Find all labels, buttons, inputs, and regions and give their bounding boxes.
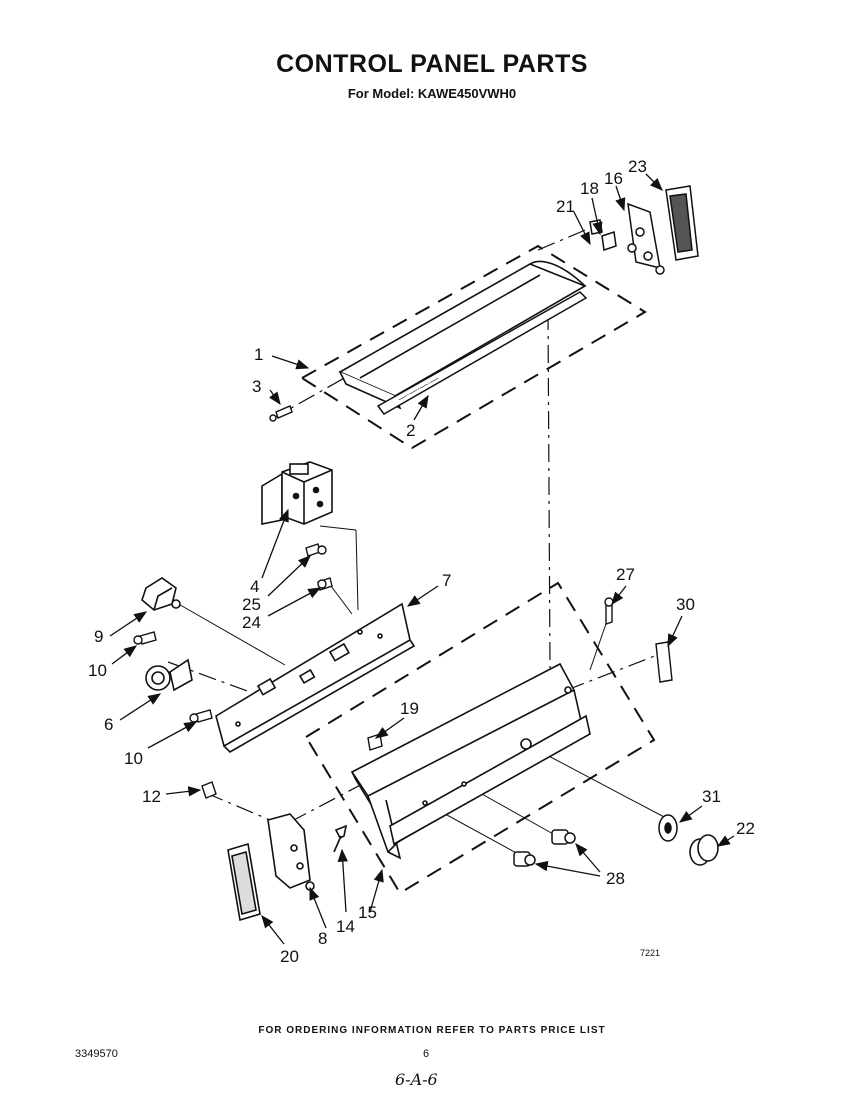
callout-8: 8 xyxy=(318,929,327,948)
knob-part xyxy=(689,834,719,866)
figure-code: 7221 xyxy=(640,948,660,958)
alignment-line xyxy=(589,617,609,671)
end-cap-assembly-part xyxy=(589,185,699,275)
selector-switch-part xyxy=(145,658,193,692)
alignment-line xyxy=(205,792,271,821)
alignment-line xyxy=(547,311,551,669)
callout-18: 18 xyxy=(580,179,599,198)
alignment-line xyxy=(327,581,353,615)
callout-16: 16 xyxy=(604,169,623,188)
callout-15: 15 xyxy=(358,903,377,922)
push-button-part xyxy=(513,829,576,867)
screw-part xyxy=(604,597,614,625)
callout-20: 20 xyxy=(280,947,299,966)
callout-28: 28 xyxy=(606,869,625,888)
clip-part xyxy=(655,641,673,683)
callout-23: 23 xyxy=(628,157,647,176)
callout-19: 19 xyxy=(400,699,419,718)
callout-30: 30 xyxy=(676,595,695,614)
callout-10-lower: 10 xyxy=(124,749,143,768)
callout-22: 22 xyxy=(736,819,755,838)
handwritten-note: 6-A-6 xyxy=(395,1070,438,1089)
callout-14: 14 xyxy=(336,917,355,936)
page-number: 6 xyxy=(423,1048,430,1060)
callout-9: 9 xyxy=(94,627,103,646)
callout-21: 21 xyxy=(556,197,575,216)
callout-24: 24 xyxy=(242,613,261,632)
ordering-note: FOR ORDERING INFORMATION REFER TO PARTS … xyxy=(258,1025,606,1036)
lower-end-cap-part xyxy=(227,813,348,922)
clip-part xyxy=(201,781,217,799)
screw-part xyxy=(269,405,293,422)
timer-part xyxy=(261,461,333,525)
callout-4: 4 xyxy=(250,577,259,596)
screw-part xyxy=(133,631,213,723)
alignment-line xyxy=(289,779,371,823)
washer-part xyxy=(658,814,678,842)
control-panel-top-part xyxy=(338,260,587,410)
console-panel-part xyxy=(215,602,416,753)
callout-6: 6 xyxy=(104,715,113,734)
callout-31: 31 xyxy=(702,787,721,806)
screw-part xyxy=(305,543,333,591)
callout-27: 27 xyxy=(616,565,635,584)
console-bracket-part xyxy=(350,662,591,860)
clip-part xyxy=(367,733,383,751)
alignment-line xyxy=(566,651,666,691)
callout-1: 1 xyxy=(254,345,263,364)
callout-7: 7 xyxy=(442,571,451,590)
alignment-line xyxy=(355,529,359,611)
switch-part xyxy=(141,577,181,611)
top-assembly-outline xyxy=(300,244,647,450)
model-subtitle: For Model: KAWE450VWH0 xyxy=(347,86,517,101)
document-number: 3349570 xyxy=(75,1048,118,1060)
alignment-line xyxy=(537,227,591,251)
callout-3: 3 xyxy=(252,377,261,396)
callout-10-upper: 10 xyxy=(88,661,107,680)
callout-12: 12 xyxy=(142,787,161,806)
bottom-assembly-outline xyxy=(304,581,656,895)
alignment-line xyxy=(174,601,286,666)
callout-25: 25 xyxy=(242,595,261,614)
page-title: CONTROL PANEL PARTS xyxy=(276,50,588,78)
alignment-line xyxy=(319,525,357,531)
callout-2: 2 xyxy=(406,421,415,440)
